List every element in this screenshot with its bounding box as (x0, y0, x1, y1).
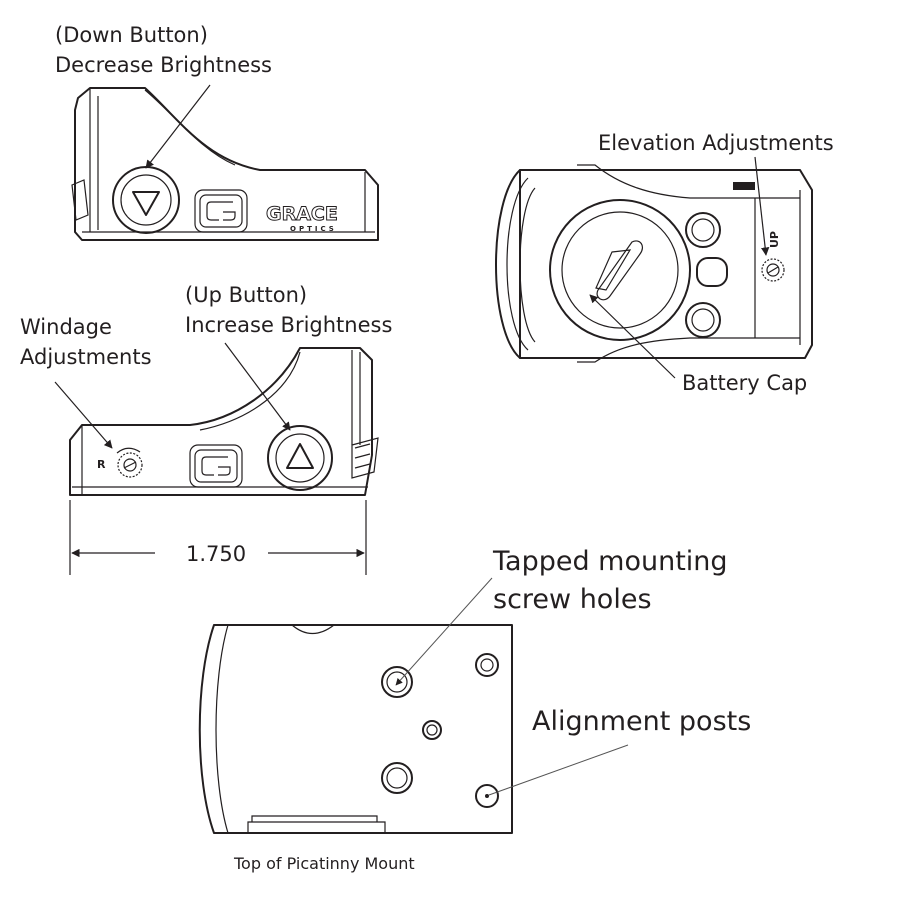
down-button-leader (145, 84, 211, 169)
tapped-holes-leader (395, 577, 493, 686)
windage-description: Adjustments (20, 345, 152, 369)
alignment-posts-label: Alignment posts (532, 706, 751, 737)
screw-hole-upper (381, 666, 413, 698)
down-button-description: Decrease Brightness (55, 53, 272, 77)
picatinny-mount-top-view (198, 624, 513, 834)
battery-cap-label: Battery Cap (682, 371, 807, 395)
alignment-posts-leader (488, 744, 629, 796)
up-button-title: (Up Button) (185, 283, 307, 307)
up-marking: UP (768, 231, 781, 248)
alignment-post-upper (475, 653, 499, 677)
logo-text: GRACE (266, 203, 338, 225)
grace-optics-logo: GRACE OPTICS (194, 189, 338, 233)
side-view-right: R (69, 347, 379, 496)
rear-view: UP (495, 164, 813, 363)
windage-leader (54, 381, 113, 449)
grace-optics-logo-small (189, 444, 243, 488)
battery-cap (549, 199, 691, 341)
battery-cap-leader (589, 294, 676, 379)
dimension-value: 1.750 (186, 542, 246, 566)
r-marking: R (97, 458, 106, 471)
alignment-post-lower (475, 784, 499, 808)
windage-title: Windage (20, 315, 112, 339)
logo-subtext: OPTICS (290, 225, 337, 233)
up-button-leader (224, 342, 291, 431)
elevation-leader (754, 156, 770, 256)
triangle-down-icon (132, 191, 160, 216)
tapped-holes-description: screw holes (493, 584, 652, 615)
side-view-left: GRACE OPTICS (71, 87, 379, 241)
triangle-up-icon (286, 443, 314, 469)
windage-screw-icon (116, 447, 143, 478)
elevation-label: Elevation Adjustments (598, 131, 834, 155)
screw-hole-lower (381, 762, 413, 794)
elevation-screw-icon (761, 258, 785, 282)
dimension-callout (69, 500, 367, 575)
tapped-holes-title: Tapped mounting (492, 546, 728, 577)
down-button-title: (Down Button) (55, 23, 208, 47)
picatinny-caption: Top of Picatinny Mount (233, 854, 415, 873)
up-button-description: Increase Brightness (185, 313, 392, 337)
